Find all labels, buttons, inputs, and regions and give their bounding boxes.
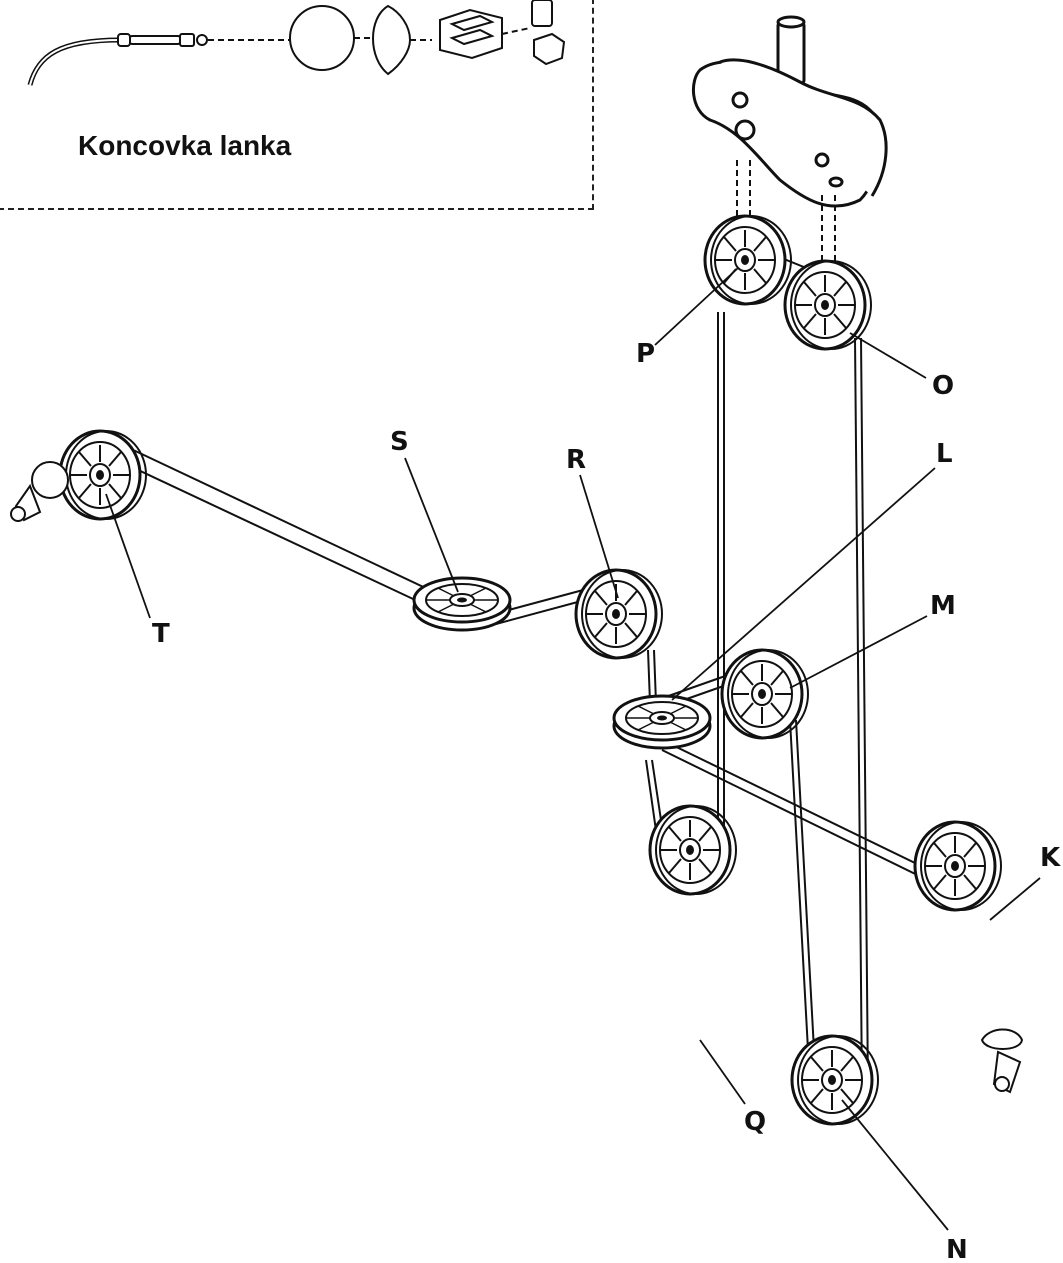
label-m: M <box>930 591 956 621</box>
label-l: L <box>936 439 953 469</box>
cable-end-right <box>980 1028 1024 1094</box>
pulley-s <box>412 576 512 632</box>
bracket-guides <box>736 160 836 262</box>
label-t: T <box>152 619 170 649</box>
leader-lines <box>105 267 1041 1231</box>
label-o: O <box>932 371 954 401</box>
label-s: S <box>390 427 409 457</box>
label-q: Q <box>744 1107 766 1137</box>
pulley-n <box>790 1034 880 1126</box>
cable-end-left <box>10 461 69 522</box>
cables <box>103 241 951 1091</box>
pulley-t <box>58 429 148 521</box>
pulley-o <box>783 259 873 351</box>
label-r: R <box>566 445 586 475</box>
cable-end-parts <box>27 0 566 86</box>
pulley-r <box>574 568 664 660</box>
label-k: K <box>1040 843 1061 873</box>
label-n: N <box>946 1235 968 1263</box>
pulley-m <box>720 648 810 740</box>
cable-end-inset <box>0 0 594 210</box>
pulley-p <box>703 214 793 306</box>
inset-title: Koncovka lanka <box>78 130 292 161</box>
pulley-k <box>913 820 1003 912</box>
label-p: P <box>636 339 655 369</box>
top-bracket <box>691 15 888 208</box>
pulley-l <box>612 694 712 750</box>
